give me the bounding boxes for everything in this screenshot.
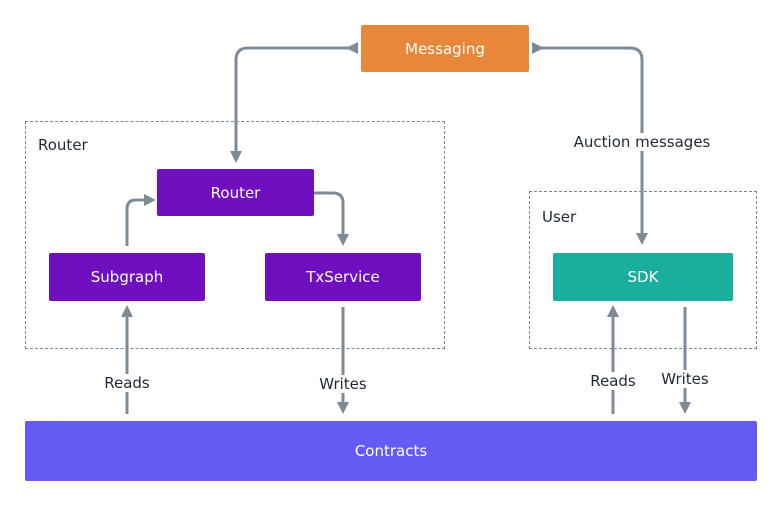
router-group-label: Router <box>38 136 88 154</box>
user-group-label: User <box>542 208 577 226</box>
sdk-node: SDK <box>553 253 733 301</box>
router-node: Router <box>157 169 314 216</box>
user-reads-label: Reads <box>588 372 638 390</box>
arrow-router-txservice <box>314 191 349 246</box>
contracts-node: Contracts <box>25 421 757 481</box>
auction-messages-label: Auction messages <box>571 133 713 151</box>
router-reads-label: Reads <box>102 374 152 392</box>
user-group <box>529 191 757 349</box>
router-group <box>25 121 445 349</box>
arrow-subgraph-router <box>125 194 156 246</box>
subgraph-node: Subgraph <box>49 253 205 301</box>
arrow-messaging-router <box>230 42 358 163</box>
router-writes-label: Writes <box>317 375 369 393</box>
user-writes-label: Writes <box>659 370 711 388</box>
messaging-node: Messaging <box>361 25 529 72</box>
arrow-messaging-sdk <box>532 42 648 245</box>
txservice-node: TxService <box>265 253 421 301</box>
